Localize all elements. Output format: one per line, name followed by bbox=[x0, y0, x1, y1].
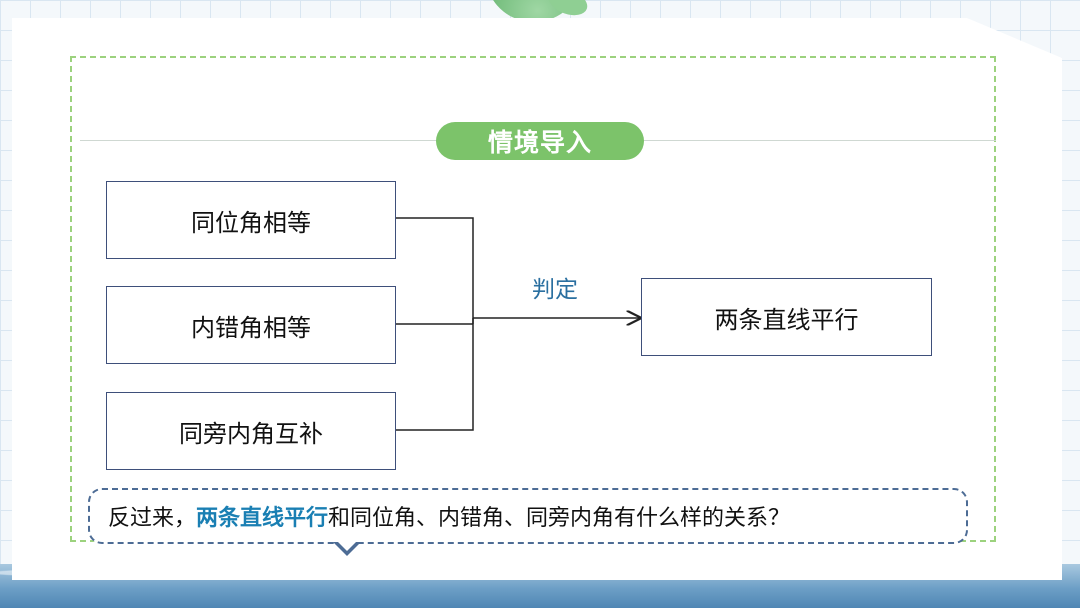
bubble-tail-inner bbox=[337, 541, 357, 551]
arrow-label: 判定 bbox=[532, 277, 578, 303]
question-suffix: 和同位角、内错角、同旁内角有什么样的关系？ bbox=[328, 506, 791, 531]
question-prefix: 反过来， bbox=[108, 506, 197, 531]
question-highlight: 两条直线平行 bbox=[196, 506, 329, 531]
section-title: 情境导入 bbox=[436, 122, 644, 160]
result-box: 两条直线平行 bbox=[641, 278, 932, 356]
condition-box-alternate-angles: 内错角相等 bbox=[106, 286, 396, 364]
question-bubble: 反过来，两条直线平行和同位角、内错角、同旁内角有什么样的关系？ bbox=[88, 488, 968, 544]
condition-box-interior-angles: 同旁内角互补 bbox=[106, 392, 396, 470]
condition-box-corresponding-angles: 同位角相等 bbox=[106, 181, 396, 259]
